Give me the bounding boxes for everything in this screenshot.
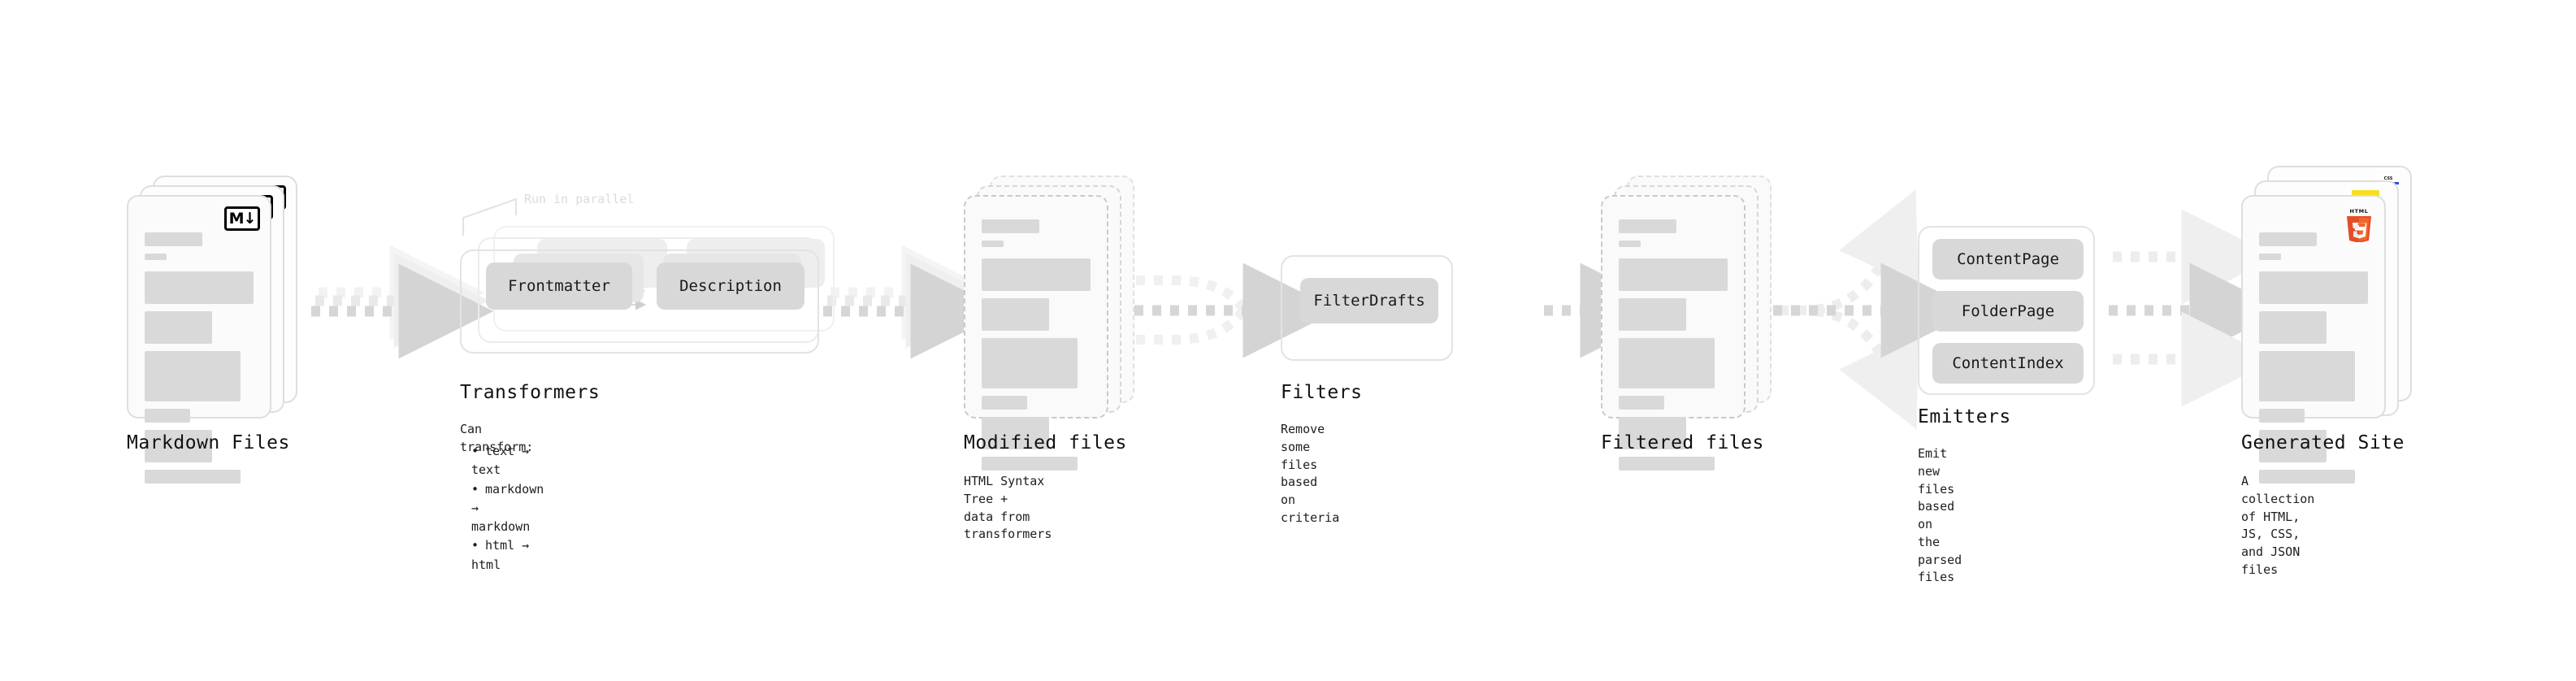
modified-files-subtitle: HTML Syntax Tree + data from transformer… — [964, 474, 1052, 542]
css-icon-label: CSS — [2383, 176, 2393, 181]
content-bar — [1619, 219, 1677, 233]
content-bar — [2259, 311, 2327, 344]
content-bar — [982, 241, 1004, 247]
content-bar — [145, 351, 241, 401]
content-bar — [145, 271, 254, 304]
html5-icon: HTML — [2347, 208, 2371, 242]
transform-bullet: html → html — [471, 536, 544, 575]
filtered-card-front — [1601, 195, 1746, 471]
content-bar — [1619, 298, 1687, 331]
content-bar — [1619, 241, 1641, 247]
content-bar — [2259, 430, 2327, 462]
content-bar — [982, 338, 1078, 388]
emitter-pill-contentindex[interactable]: ContentIndex — [1932, 343, 2084, 384]
transform-bullet: text → text — [471, 442, 544, 480]
content-bar — [982, 298, 1050, 331]
transformers-bullets: text → text markdown → markdown html → h… — [460, 439, 544, 575]
content-bar — [1619, 457, 1715, 471]
connector-emitters-to-site — [2109, 209, 2285, 407]
markdown-icon: M↓ — [224, 206, 260, 231]
filter-pill-filterdrafts[interactable]: FilterDrafts — [1300, 278, 1438, 323]
site-card-front: HTML — [2241, 195, 2386, 484]
emitter-pill-folderpage[interactable]: FolderPage — [1932, 291, 2084, 332]
connector-markdown-to-transformers — [311, 245, 494, 359]
emitters-subtitle: Emit new files based on the parsed files — [1918, 446, 1962, 585]
emitters-box: ContentPage FolderPage ContentIndex — [1918, 226, 2095, 395]
stage-title-generated-site: Generated Site — [2241, 432, 2405, 453]
content-bar — [145, 409, 191, 423]
markdown-card-front: M↓ — [127, 195, 271, 484]
transformer-pill-description[interactable]: Description — [657, 262, 804, 310]
content-bar — [982, 396, 1028, 410]
stage-title-markdown-files: Markdown Files — [127, 432, 290, 453]
transform-bullet: markdown → markdown — [471, 480, 544, 537]
connector-modified-to-filters — [1134, 262, 1338, 358]
filtered-card-content — [1619, 219, 1728, 478]
filters-subtitle: Remove some files based on criteria — [1281, 422, 1340, 525]
content-bar — [2259, 232, 2318, 246]
content-bar — [145, 311, 213, 344]
content-bar — [2259, 409, 2305, 423]
stage-title-filters: Filters — [1281, 382, 1363, 403]
site-card-content — [2259, 232, 2368, 491]
svg-text:HTML: HTML — [2350, 208, 2369, 215]
modified-card-front — [964, 195, 1108, 471]
content-bar — [145, 254, 167, 260]
annotation-run-in-parallel: Run in parallel — [524, 192, 635, 206]
content-bar — [1619, 396, 1665, 410]
content-bar — [982, 219, 1040, 233]
content-bar — [2259, 254, 2281, 260]
transformer-pill-frontmatter[interactable]: Frontmatter — [486, 262, 632, 310]
content-bar — [2259, 470, 2355, 484]
content-bar — [2259, 271, 2368, 304]
markdown-card-content — [145, 232, 254, 491]
content-bar — [145, 430, 213, 462]
modified-card-content — [982, 219, 1091, 478]
content-bar — [1619, 338, 1715, 388]
stage-title-filtered-files: Filtered files — [1601, 432, 1764, 453]
stage-title-emitters: Emitters — [1918, 406, 2011, 427]
content-bar — [982, 417, 1050, 449]
content-bar — [145, 470, 241, 484]
filters-box: FilterDrafts — [1281, 255, 1453, 361]
content-bar — [145, 232, 203, 246]
connector-filtered-to-emitters — [1773, 189, 1976, 430]
content-bar — [1619, 258, 1728, 291]
connector-transformers-to-modified — [823, 245, 1006, 359]
content-bar — [1619, 417, 1687, 449]
content-bar — [982, 258, 1091, 291]
generated-site-subtitle: A collection of HTML, JS, CSS, and JSON … — [2241, 474, 2315, 577]
stage-title-modified-files: Modified files — [964, 432, 1127, 453]
content-bar — [2259, 351, 2355, 401]
stage-title-transformers: Transformers — [460, 382, 601, 403]
emitter-pill-contentpage[interactable]: ContentPage — [1932, 239, 2084, 280]
transformer-box-front: Frontmatter Description — [460, 249, 819, 354]
content-bar — [982, 457, 1078, 471]
